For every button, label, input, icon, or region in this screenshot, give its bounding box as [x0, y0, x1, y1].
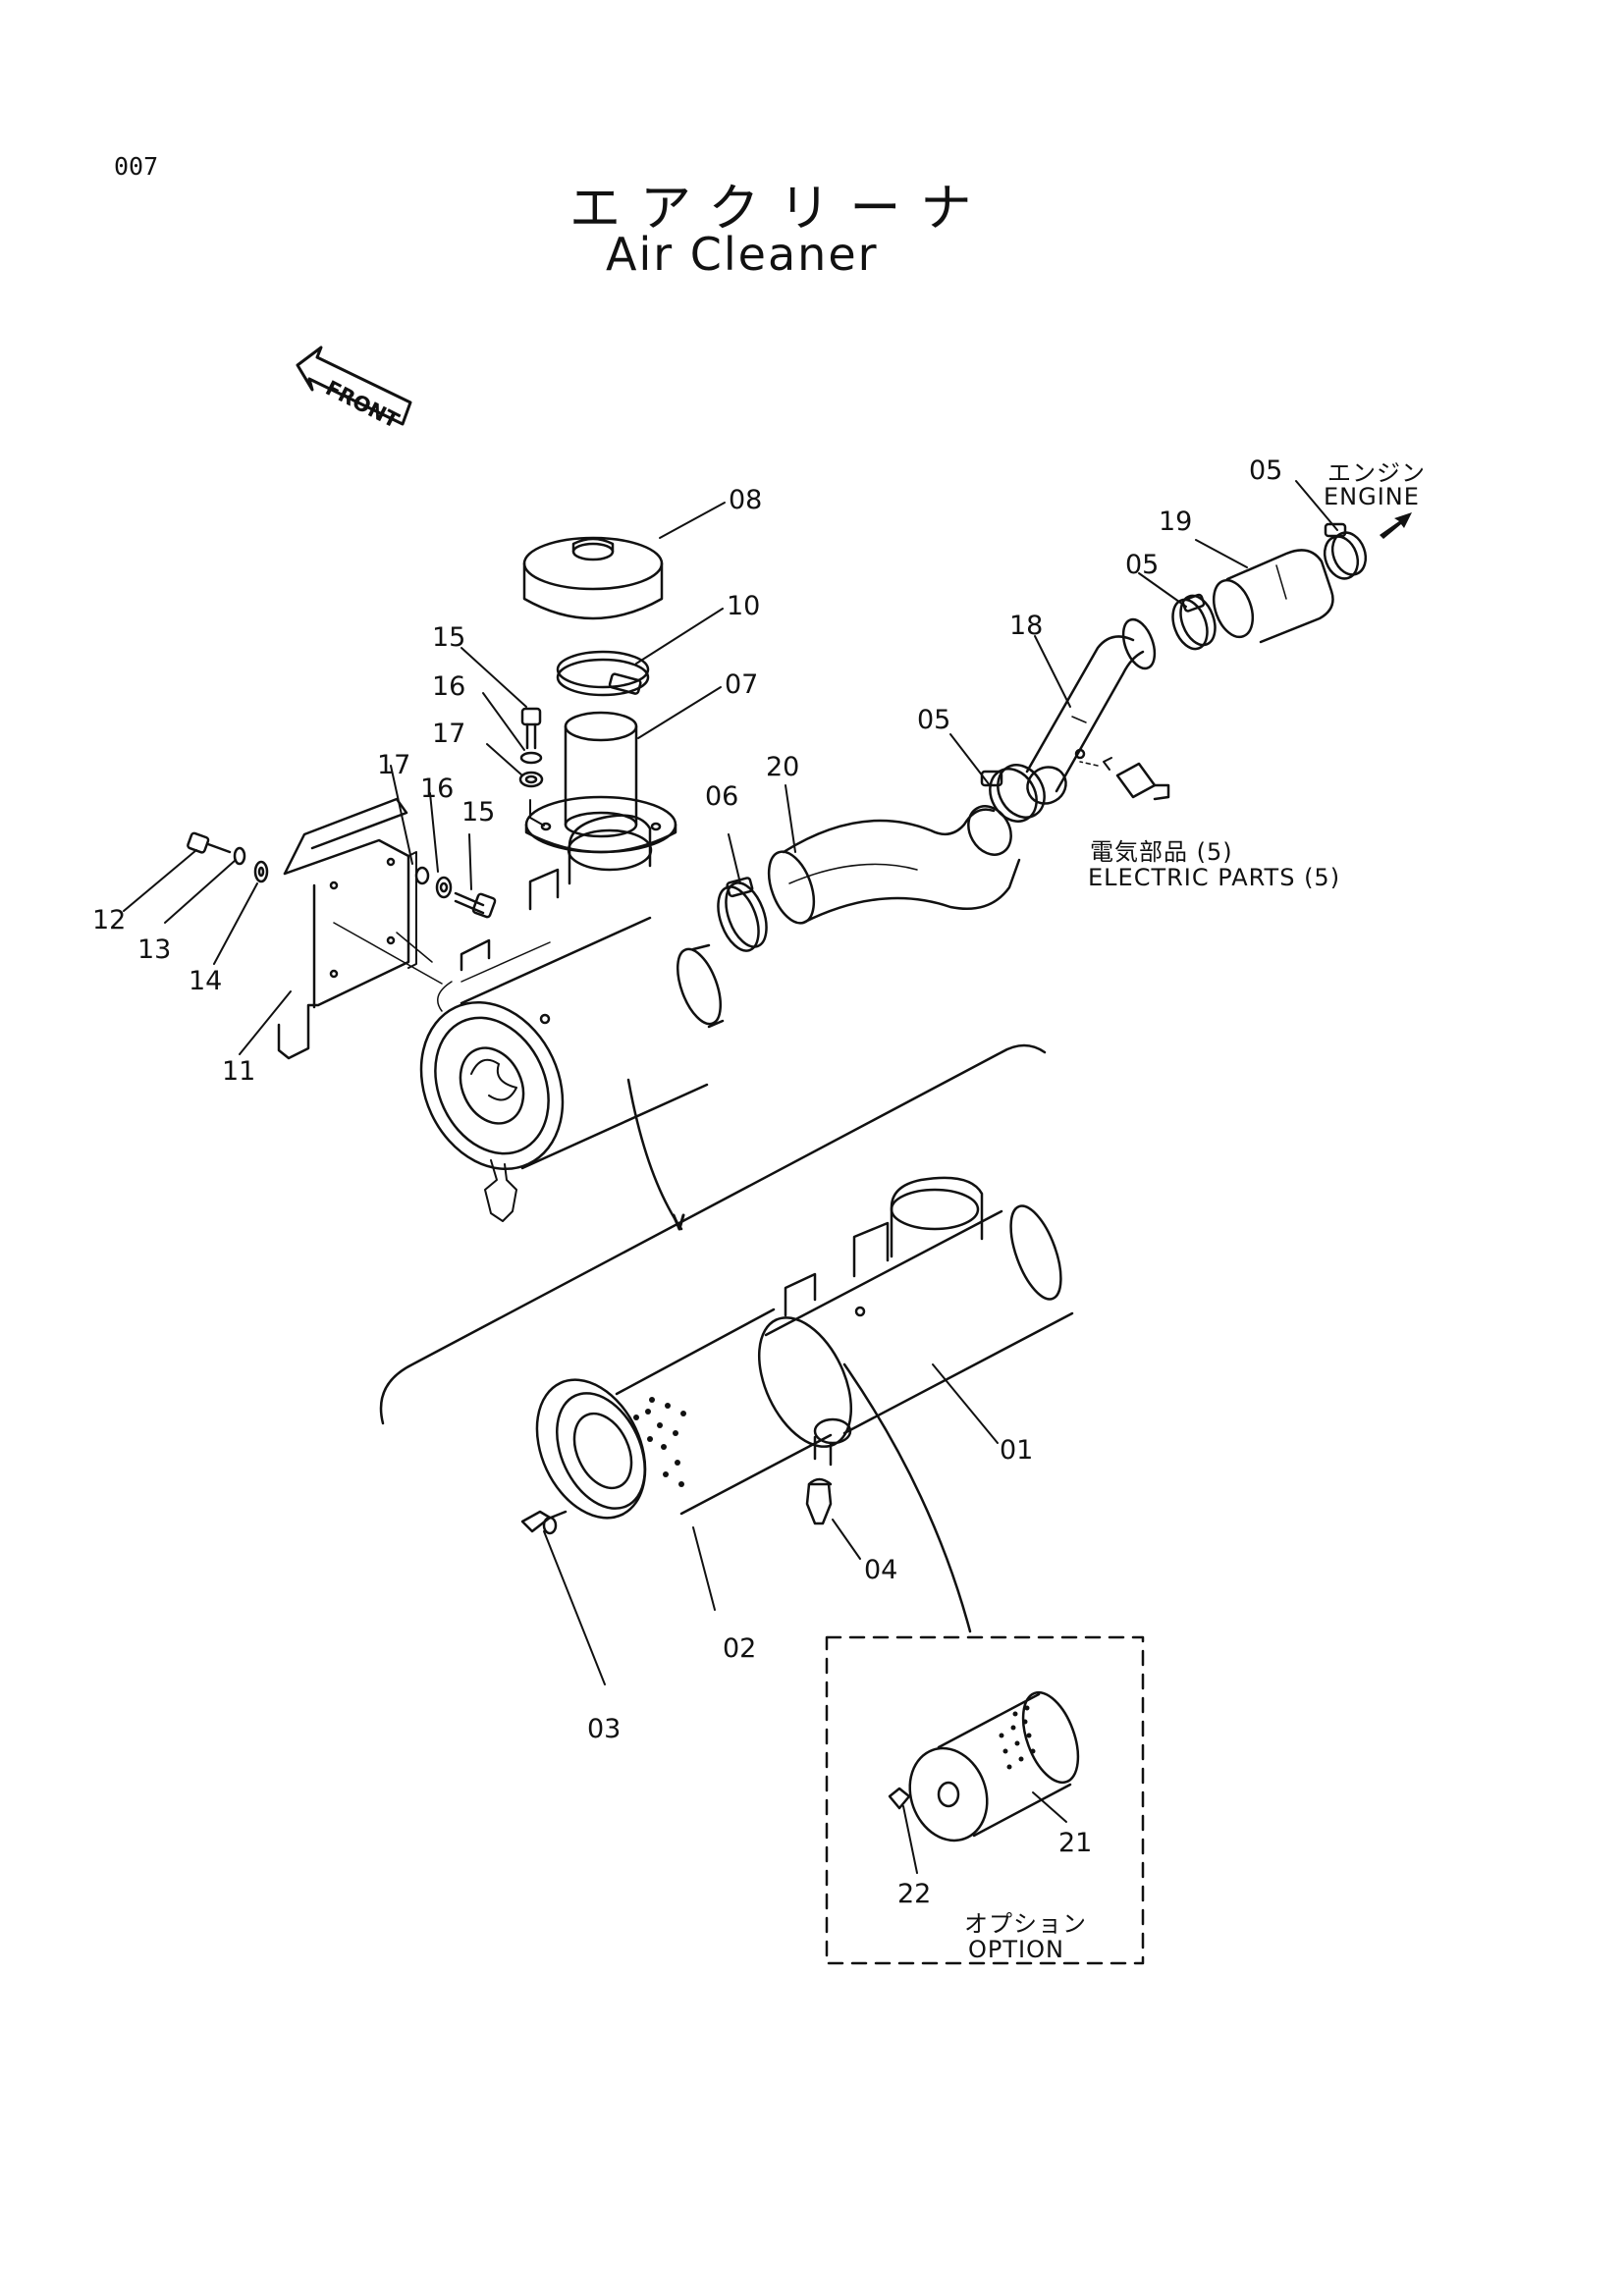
- callout-05-middle: 05: [1125, 550, 1160, 580]
- hose-clamp-06: [717, 877, 768, 952]
- electric-parts-label-ja: 電気部品 (5): [1090, 838, 1233, 866]
- callout-15-lower: 15: [461, 797, 496, 828]
- hose-clamp-05-upper: [1323, 522, 1368, 580]
- bolt-washer-set-upper: [518, 707, 544, 788]
- callout-18: 18: [1009, 611, 1044, 641]
- front-arrow: FRONT: [296, 346, 412, 433]
- option-label-en: OPTION: [968, 1936, 1064, 1963]
- callout-02: 02: [723, 1633, 757, 1664]
- callout-11: 11: [222, 1056, 256, 1087]
- callout-07: 07: [725, 669, 759, 700]
- wing-nut-03: [520, 1510, 568, 1535]
- intake-pipe-18: [1025, 617, 1157, 805]
- intake-hose-20: [767, 805, 1021, 925]
- callout-20: 20: [766, 752, 800, 782]
- evacuator-valve-04: [805, 1477, 833, 1525]
- callout-03: 03: [587, 1714, 622, 1744]
- callout-17-lower: 17: [377, 750, 411, 780]
- engine-label-en: ENGINE: [1324, 483, 1420, 510]
- mounting-bracket-11: [277, 797, 443, 1060]
- callout-10: 10: [727, 591, 761, 621]
- engine-label-ja: エンジン: [1327, 459, 1426, 487]
- clamp-band-10: [556, 650, 650, 697]
- title-japanese: エアクリーナ: [569, 180, 992, 239]
- bolt-washer-set-bracket-right: [414, 866, 497, 919]
- page-number: 007: [114, 152, 159, 181]
- safety-element-21: [908, 1690, 1080, 1842]
- filter-element-02: [535, 1308, 833, 1520]
- callout-17-upper: 17: [432, 719, 466, 749]
- callout-01: 01: [1000, 1435, 1034, 1466]
- sensor-icon: [1079, 757, 1170, 801]
- callout-16-upper: 16: [432, 671, 466, 702]
- callout-05-lower: 05: [917, 705, 951, 735]
- intake-tube-07: [524, 711, 677, 854]
- pre-cleaner-cap: [522, 536, 664, 620]
- callout-05-upper: 05: [1249, 455, 1283, 486]
- hose-clamp-05-lower: [980, 764, 1046, 823]
- electric-parts-label-en: ELECTRIC PARTS (5): [1088, 864, 1341, 891]
- callout-12: 12: [92, 905, 127, 935]
- air-cleaner-body-upper: [419, 814, 725, 1222]
- option-box: [825, 1635, 1145, 1965]
- hose-elbow-19: [1212, 549, 1334, 644]
- callout-22: 22: [897, 1879, 932, 1909]
- callout-15-upper: 15: [432, 622, 466, 653]
- engine-arrow-icon: [1380, 512, 1412, 539]
- callout-19: 19: [1159, 507, 1193, 537]
- callout-08: 08: [729, 485, 763, 515]
- callout-14: 14: [189, 966, 223, 996]
- air-cleaner-housing-01: [757, 1176, 1074, 1467]
- callout-16-lower: 16: [420, 774, 455, 804]
- leader-lines: [123, 480, 1338, 1874]
- detail-connection-curve: [379, 1043, 1047, 1633]
- callout-04: 04: [864, 1555, 898, 1585]
- title-english: Air Cleaner: [606, 228, 879, 281]
- callout-13: 13: [137, 934, 172, 965]
- callout-21: 21: [1058, 1828, 1093, 1858]
- bolt-washer-set-bracket: [187, 831, 269, 883]
- callout-06: 06: [705, 781, 739, 812]
- wing-nut-22: [888, 1787, 911, 1810]
- option-label-ja: オプション: [964, 1910, 1087, 1938]
